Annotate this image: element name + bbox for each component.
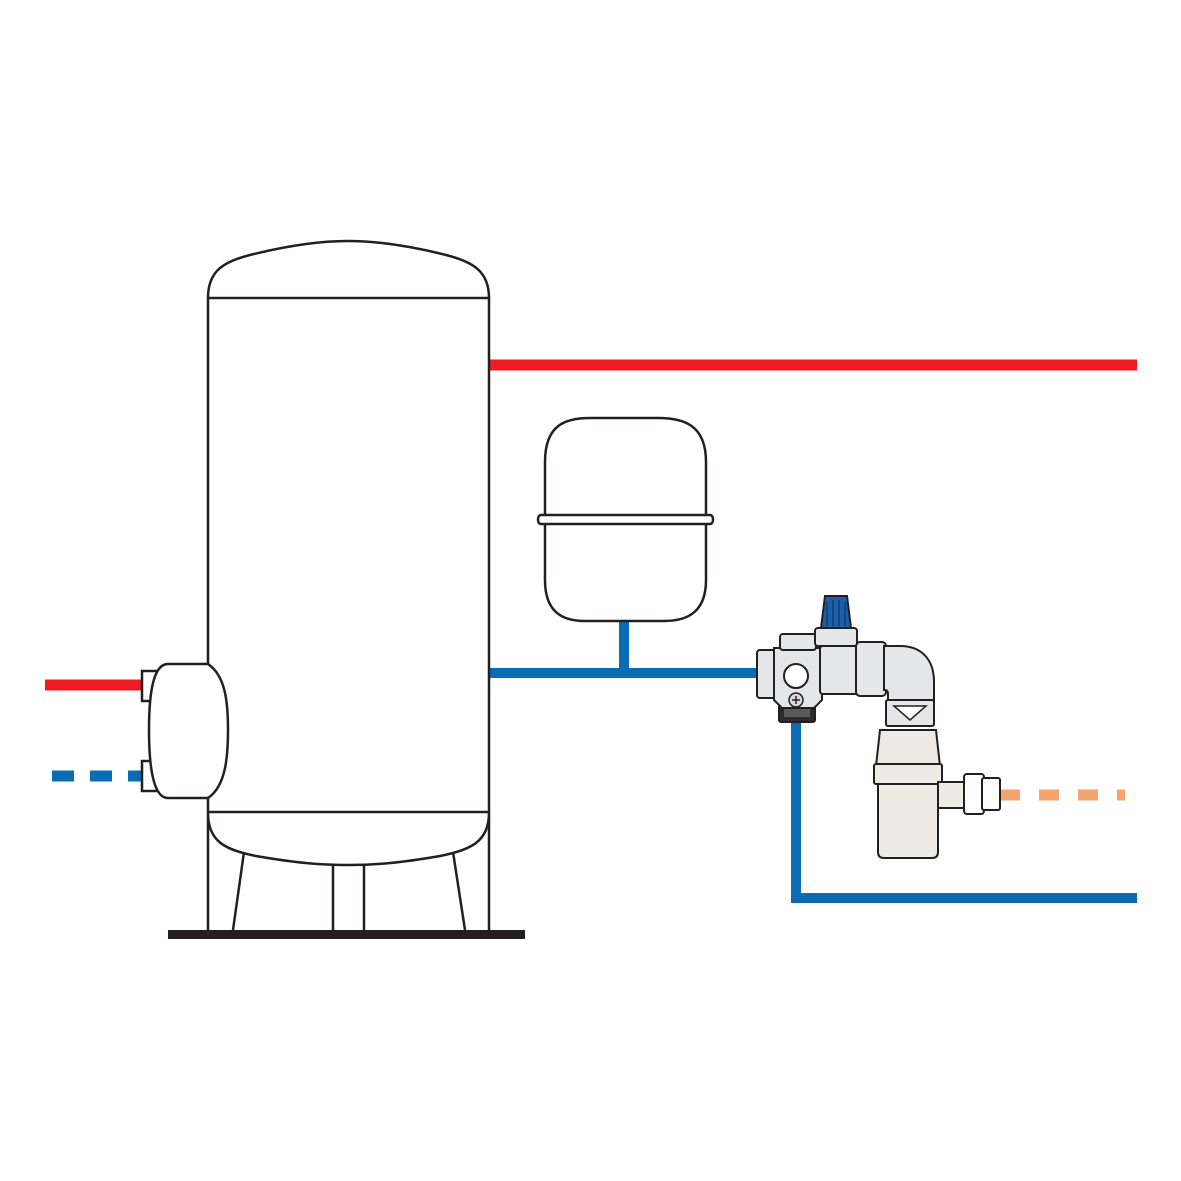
- expansion-vessel-icon: [536, 416, 715, 623]
- storage-tank: [168, 239, 525, 939]
- cold-water-supply-pipe: [791, 718, 1137, 903]
- tank-legs: [206, 815, 491, 931]
- base-plate: [168, 930, 525, 939]
- valve-group-icon: [756, 595, 935, 727]
- tank-body: [206, 239, 491, 867]
- tundish-icon: [873, 729, 1001, 859]
- heat-exchanger-flange-icon: [140, 662, 230, 800]
